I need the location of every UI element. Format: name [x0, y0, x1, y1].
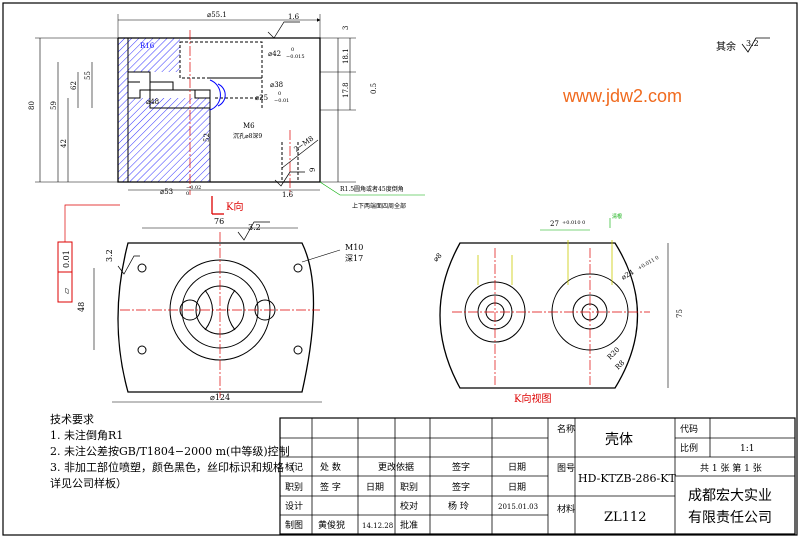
sheet-count: 共 1 张 第 1 张: [700, 462, 762, 474]
dim-d24-tol: +0.011 0: [637, 255, 660, 272]
rough-bottom: 1.6: [282, 191, 294, 199]
row2-5: 签字: [452, 481, 470, 493]
dim-d27: 27: [550, 220, 559, 228]
row2-2: 签 字: [320, 481, 341, 493]
roughness-general: 其余 3.2: [716, 37, 770, 53]
dim-m10: M10: [345, 243, 363, 252]
dim-d27-tol: +0.010 0: [562, 220, 585, 226]
dim-d38: ⌀38: [270, 81, 283, 89]
chamfer-note: R1.5圆角或者45度倒角: [340, 185, 404, 193]
dim-h59: 59: [50, 101, 58, 110]
rev-header-2: 处 数: [320, 461, 341, 473]
code-label: 代码: [680, 424, 698, 435]
dim-h48: 48: [77, 302, 86, 312]
rough-bottom-view: 3.2: [248, 223, 261, 232]
note-item-3: 3. 非加工部位喷塑，颜色黑色，丝印标识和规格（: [50, 461, 295, 474]
dim-h80: 80: [28, 101, 36, 110]
company-line-2: 有限责任公司: [688, 510, 772, 526]
row2-6: 日期: [508, 482, 526, 493]
title-block: [279, 417, 796, 535]
chamfer-note-2: 上下两端面四周全部: [352, 202, 406, 210]
tol-flatness: 0.01: [62, 250, 71, 268]
dim-m6: M6: [243, 122, 255, 130]
dim-d42: ⌀42: [268, 50, 281, 58]
row2-1: 职别: [285, 482, 303, 493]
dim-d42-tol-bot: −0.015: [286, 54, 305, 60]
drawing-no-label: 图号: [557, 463, 575, 474]
checker-name: 杨 玲: [448, 500, 469, 512]
part-name-label: 名称: [557, 423, 575, 435]
dim-h18: 18.1: [342, 48, 350, 64]
k-view: [439, 218, 669, 389]
dim-w124: ⌀124: [210, 393, 230, 402]
dim-r16: R16: [140, 42, 155, 50]
drawing-no: HD-KTZB-286-KT: [578, 472, 676, 485]
rev-header-4: 签字: [452, 461, 470, 473]
dim-d25-tol-top: 0: [278, 91, 281, 97]
note-item-2: 2. 未注公差按GB/T1804−2000 m(中等级)控制: [50, 445, 290, 458]
k-direction-label: K向: [226, 200, 243, 213]
dim-d25-tol-bot: −0.01: [274, 98, 289, 104]
rough-left: 3.2: [105, 249, 114, 262]
approve-label: 批准: [400, 519, 418, 531]
dim-h42: 42: [60, 139, 68, 148]
notes-title: 技术要求: [50, 413, 94, 426]
dim-d25: ⌀25: [255, 94, 268, 102]
draw-label: 制图: [285, 519, 303, 531]
dim-h3: 3: [342, 26, 350, 30]
dim-w76: 76: [214, 217, 224, 226]
material-label: 材料: [557, 503, 575, 515]
dim-d42-tol-top: 0: [291, 47, 294, 53]
dim-m6-note: 沉孔⌀8深9: [233, 132, 262, 140]
rev-header-1: 标记: [285, 461, 303, 473]
technical-notes: 技术要求 1. 未注倒角R1 2. 未注公差按GB/T1804−2000 m(中…: [50, 412, 295, 492]
dim-h55: 55: [84, 71, 92, 80]
dim-h9: 9: [309, 168, 317, 172]
note-item-1: 1. 未注倒角R1: [50, 429, 124, 442]
rough-top: 1.6: [288, 13, 300, 21]
dim-d48: ⌀48: [146, 98, 159, 106]
dim-m10-depth: 深17: [345, 254, 363, 263]
material: ZL112: [604, 510, 646, 525]
roughness-value: 3.2: [746, 39, 759, 48]
draw-date: 14.12.28: [362, 522, 393, 530]
front-view: [35, 14, 425, 215]
scale-value: 1:1: [740, 444, 754, 454]
dim-h17: 17.8: [342, 82, 350, 98]
check-date: 2015.01.03: [498, 503, 538, 511]
tol-symbol: ⏥: [62, 287, 71, 294]
row2-3: 日期: [366, 482, 384, 493]
check-label: 校对: [400, 500, 418, 512]
dim-d53-tol-top: −0.02: [186, 185, 201, 191]
roughness-label: 其余: [716, 40, 736, 53]
dim-h05: 0.5: [370, 83, 378, 94]
k-view-title: K向视图: [514, 392, 551, 405]
dim-h52: 52: [203, 133, 211, 142]
scale-label: 比例: [680, 442, 698, 454]
dim-d53-tol-bot: 0: [186, 191, 189, 197]
design-label: 设计: [285, 500, 303, 512]
note-item-4: 详见公司样板）: [50, 477, 127, 490]
k-view-top-label: 清根: [612, 213, 622, 220]
drafter-name: 黄俊猊: [318, 519, 345, 531]
part-name: 壳体: [605, 431, 633, 448]
bottom-view: [57, 204, 341, 403]
dim-h62: 62: [70, 81, 78, 90]
dim-d8: ⌀8: [432, 252, 444, 264]
dim-d24: ⌀24: [620, 268, 636, 282]
row2-4: 职别: [400, 482, 418, 493]
dim-d55: ⌀55.1: [207, 11, 227, 19]
dim-h75: 75: [676, 309, 684, 318]
rev-header-3: 更改依据: [378, 461, 414, 473]
rev-header-5: 日期: [508, 462, 526, 473]
company-line-1: 成都宏大实业: [688, 488, 772, 504]
dim-d53: ⌀53: [160, 188, 173, 196]
watermark-url: www.jdw2.com: [563, 86, 683, 106]
